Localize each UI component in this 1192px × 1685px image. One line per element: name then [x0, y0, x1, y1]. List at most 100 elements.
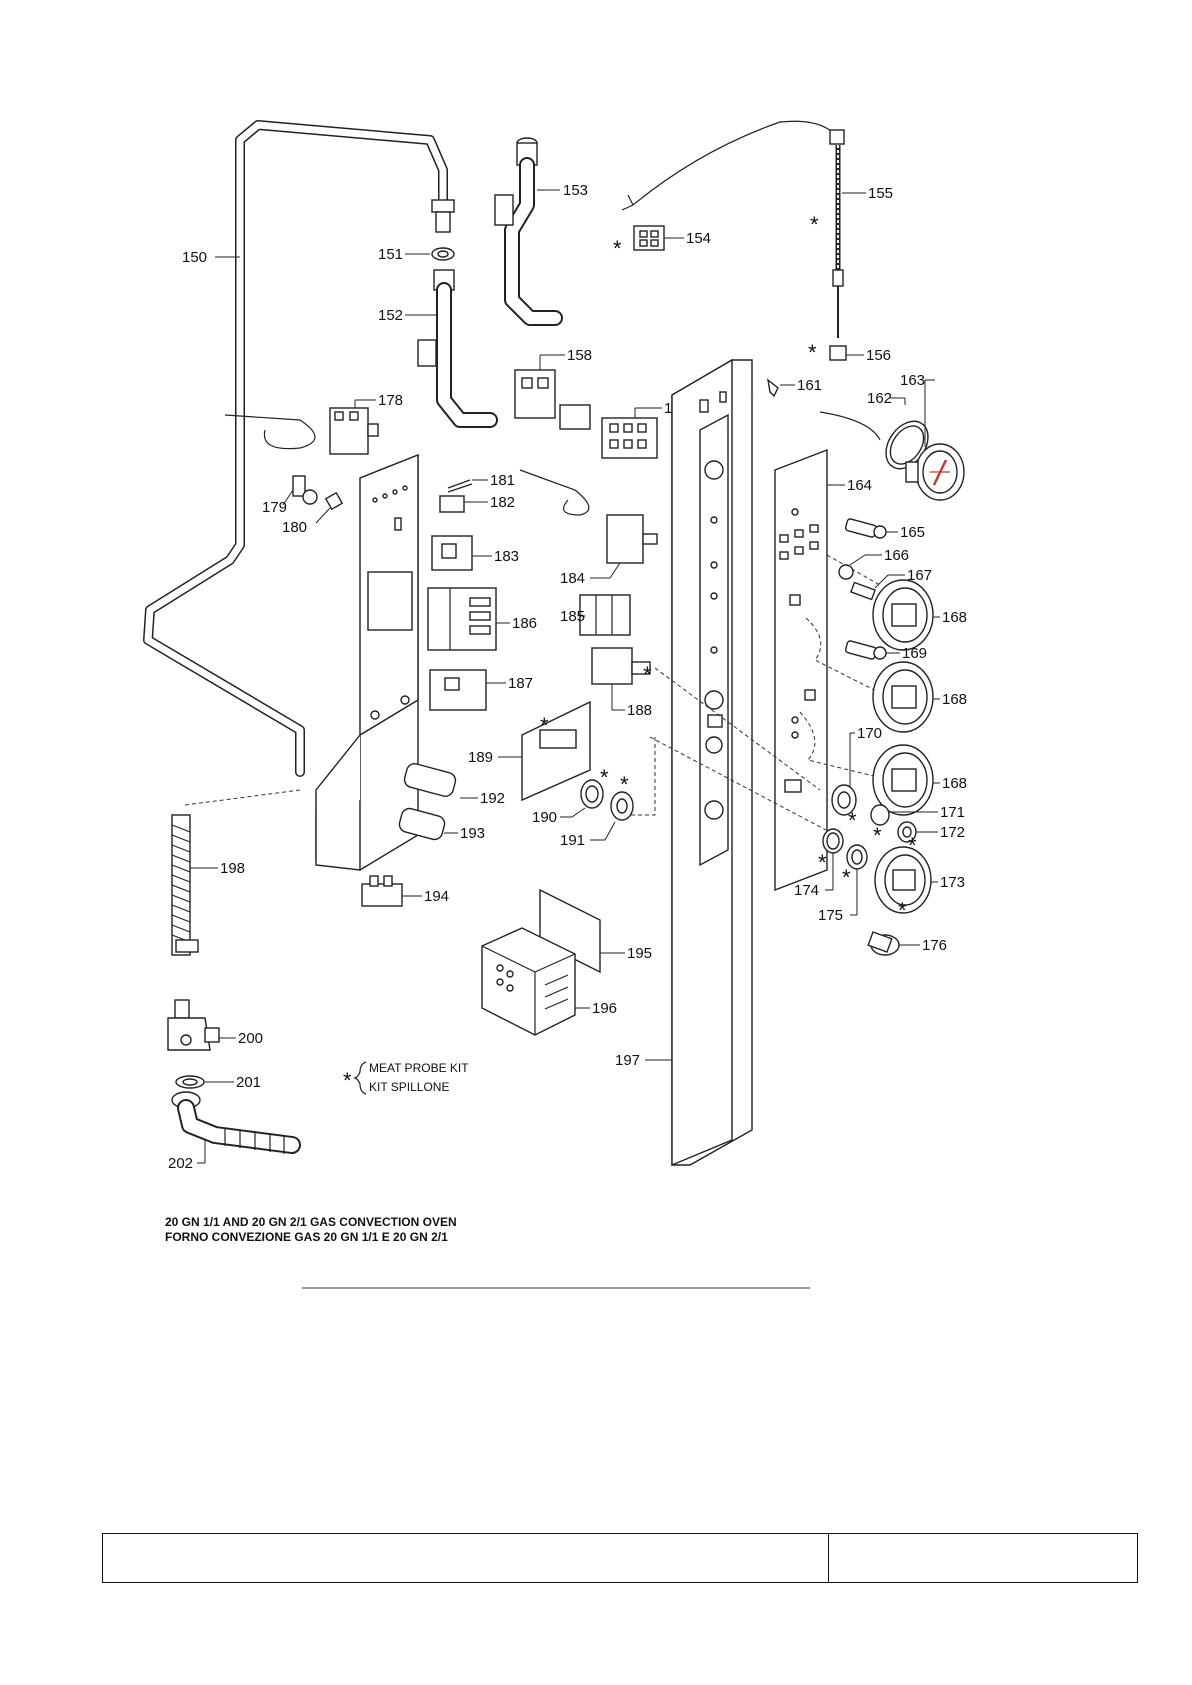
star-156: * [808, 340, 817, 365]
part-200-valve [167, 999, 220, 1051]
part-181-wire [447, 479, 473, 493]
part-163-thermometer [905, 443, 965, 501]
part-156-plug [829, 345, 847, 361]
caption-line2: FORNO CONVEZIONE GAS 20 GN 1/1 E 20 GN 2… [165, 1230, 448, 1244]
label-185: 185 [560, 608, 585, 625]
label-179: 179 [262, 499, 287, 516]
part-151-washer [431, 247, 455, 261]
label-196: 196 [592, 1000, 617, 1017]
label-162: 162 [867, 390, 892, 407]
part-164-control-facia [774, 448, 828, 892]
part-190-knob [580, 779, 604, 809]
part-170-switch [831, 784, 857, 816]
part-153-pipe [494, 137, 563, 326]
part-194-terminal [361, 875, 403, 907]
label-202: 202 [168, 1155, 193, 1172]
label-155: 155 [868, 185, 893, 202]
part-193-capacitor [398, 807, 446, 841]
meat-probe-legend: * MEAT PROBE KIT KIT SPILLONE [343, 1061, 469, 1095]
label-168c: 168 [942, 775, 967, 792]
label-198: 198 [220, 860, 245, 877]
label-164: 164 [847, 477, 872, 494]
part-161-clip [767, 378, 779, 398]
part-187-relay [429, 669, 487, 711]
part-152-pipe [417, 269, 498, 428]
label-152: 152 [378, 307, 403, 324]
part-197-front-panel [671, 358, 753, 1167]
part-158-relay [514, 369, 591, 430]
label-156: 156 [866, 347, 891, 364]
star-189: * [540, 713, 549, 738]
label-192: 192 [480, 790, 505, 807]
label-190: 190 [532, 809, 557, 826]
label-151: 151 [378, 246, 403, 263]
part-192-capacitor [403, 763, 457, 797]
label-163: 163 [900, 372, 925, 389]
part-183-block [431, 535, 473, 571]
label-178: 178 [378, 392, 403, 409]
label-175: 175 [818, 907, 843, 924]
star-171: * [873, 823, 882, 848]
star-173: * [898, 898, 907, 923]
part-167-spindle [850, 581, 876, 601]
footer-table [102, 1533, 1138, 1583]
caption-line1: 20 GN 1/1 AND 20 GN 2/1 GAS CONVECTION O… [165, 1215, 457, 1229]
label-173: 173 [940, 874, 965, 891]
part-165-lamp [844, 518, 887, 539]
label-168a: 168 [942, 609, 967, 626]
label-182: 182 [490, 494, 515, 511]
part-171-lens [870, 804, 890, 826]
label-187: 187 [508, 675, 533, 692]
part-154-connector [633, 225, 665, 251]
label-158: 158 [567, 347, 592, 364]
part-150-fitting [431, 199, 455, 233]
part-168-knob-c [872, 744, 934, 816]
label-183: 183 [494, 548, 519, 565]
part-185-switch [579, 594, 631, 636]
part-179-fuseholder [292, 475, 318, 505]
star-190: * [600, 765, 609, 790]
part-155-probe [621, 120, 845, 338]
part-174-ring [822, 828, 844, 854]
diagram-caption: 20 GN 1/1 AND 20 GN 2/1 GAS CONVECTION O… [165, 1215, 457, 1244]
part-169-lamp [844, 640, 887, 660]
label-167: 167 [907, 567, 932, 584]
part-182-microswitch [439, 495, 465, 513]
part-control-plate-left [315, 453, 419, 871]
part-196-cover [481, 927, 576, 1036]
star-188: * [643, 662, 652, 687]
part-168-knob-b [872, 661, 934, 733]
star-155: * [810, 212, 819, 237]
label-150: 150 [182, 249, 207, 266]
part-191-ring [610, 791, 634, 821]
label-181: 181 [490, 472, 515, 489]
star-154: * [613, 236, 622, 261]
star-191: * [620, 772, 629, 797]
part-175-nut [846, 844, 868, 870]
label-171: 171 [940, 804, 965, 821]
label-191: 191 [560, 832, 585, 849]
label-184: 184 [560, 570, 585, 587]
part-160-switch [601, 417, 658, 459]
part-186-contactor [427, 587, 497, 651]
label-161: 161 [797, 377, 822, 394]
label-197: 197 [615, 1052, 640, 1069]
part-189-bracket [521, 700, 591, 802]
part-168-knob-a [872, 579, 934, 651]
label-201: 201 [236, 1074, 261, 1091]
label-168b: 168 [942, 691, 967, 708]
label-174: 174 [794, 882, 819, 899]
label-172: 172 [940, 824, 965, 841]
star-175: * [842, 865, 851, 890]
label-176: 176 [922, 937, 947, 954]
part-188-switch [591, 647, 651, 685]
part-184-thermostat [519, 469, 658, 564]
legend-line2: KIT SPILLONE [369, 1080, 449, 1094]
label-169: 169 [902, 645, 927, 662]
legend-star: * [343, 1068, 352, 1093]
label-200: 200 [238, 1030, 263, 1047]
footer-divider [828, 1534, 829, 1582]
part-173-knob [874, 846, 932, 914]
part-201-washer [175, 1075, 205, 1089]
